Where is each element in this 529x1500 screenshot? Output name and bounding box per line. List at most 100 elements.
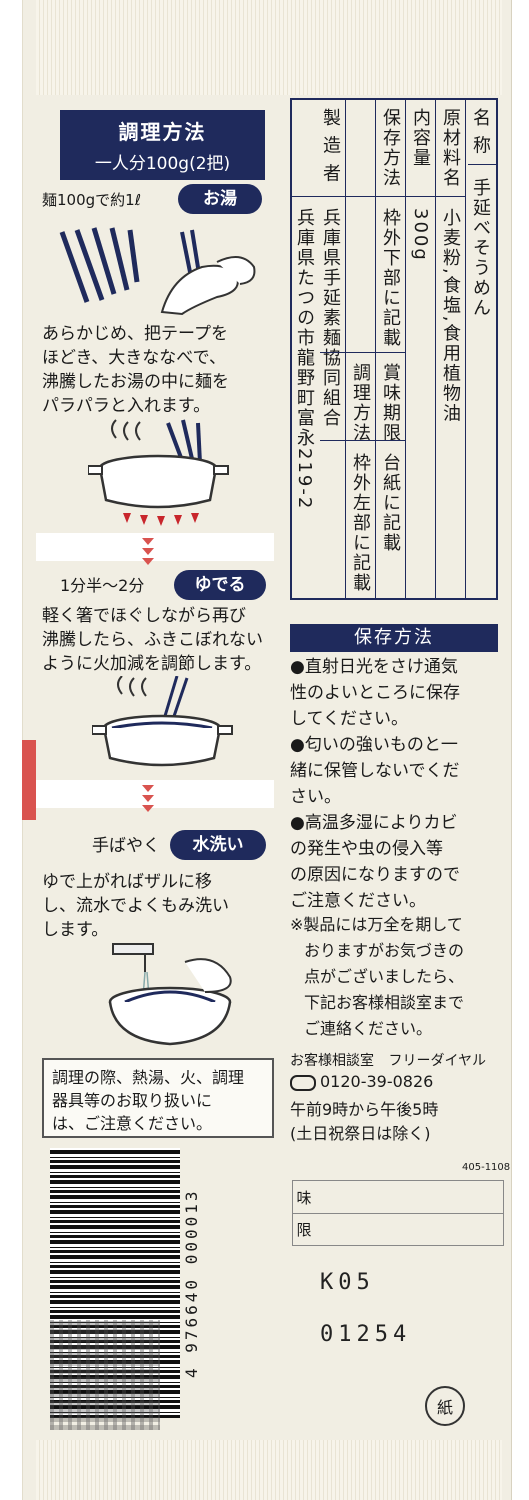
step2-time: 1分半～2分 [60,576,145,595]
storage-line: 緒に保管しないでくだ [290,761,460,781]
step3-line: し、流水でよくもみ洗い [42,896,229,916]
step2-line: 沸騰したら、ふきこぼれない [42,630,263,650]
storage-line: ご注意ください。 [290,891,426,911]
col-divider [405,100,406,598]
storage-title: 保存方法 [290,624,498,652]
col-divider [375,100,376,598]
lot-label-top: 味 [296,1189,312,1207]
product-label-table: 名 称 手延べそうめん 原材料名 小麦粉,食塩,食用植物油 内容量 300g 保… [290,98,498,600]
storage-line: 性のよいところに保存 [290,683,460,703]
notice-line: ご連絡ください。 [304,1019,433,1038]
caution-box: 調理の際、熱湯、火、調理 器具等のお取り扱いに は、ご注意ください。 [42,1058,274,1138]
notice-line: おりますがお気づきの [304,941,465,960]
step-arrow-icon [142,805,154,812]
step2-text: 軽く箸でほぐしながら再び 沸騰したら、ふきこぼれない ように火加減を調節します。 [42,604,263,676]
step2-line: 軽く箸でほぐしながら再び [42,606,246,626]
step2-badge: ゆでる [174,570,266,600]
step-arrow-icon [142,795,154,802]
cooking-title: 調理方法 [118,120,207,144]
caution-line: 器具等のお取り扱いに [52,1091,213,1110]
step3-line: ゆで上がればザルに移 [42,872,212,892]
lot-stamp-number: 01254 [320,1322,412,1347]
noodle-hand-illustration [59,227,256,316]
step3-line: します。 [42,920,109,940]
storage-line: の発生や虫の侵入等 [290,839,443,859]
contact-desk: お客様相談室 フリーダイヤル [290,1050,486,1070]
contact-hours: 午前9時から午後5時 [290,1100,439,1119]
step3-text: ゆで上がればザルに移 し、流水でよくもみ洗い します。 [42,870,229,942]
label-val-bestbefore: 台紙に記載 [380,453,401,553]
row-divider [292,196,466,197]
contact-phone: 0120-39-0826 [320,1072,434,1091]
notice-line: 下記お客様相談室まで [304,993,465,1012]
row-divider [320,352,406,353]
product-code: 405-1108 [462,1162,511,1173]
col-divider [465,100,466,598]
label-head: 名 称 [470,108,491,156]
step-arrow-icon [142,785,154,792]
freedial-icon [290,1074,316,1091]
notice-line: 点がございましたら、 [304,967,465,986]
label-head-cooking: 調理方法 [350,363,371,443]
col-divider [345,100,346,598]
contact-phone-row: 0120-39-0826 [290,1072,433,1091]
paper-recycle-icon: 紙 [425,1386,465,1426]
label-val-name: 手延べそうめん [470,178,491,318]
row-divider [320,440,406,441]
notice-text: ※製品には万全を期して おりますがお気づきの 点がございましたら、 下記お客様相… [290,912,464,1042]
step1-line: ほどき、大きななべで、 [42,348,226,368]
storage-text: ●直射日光をさけ通気 性のよいところに保存 してください。 ●匂いの強いものと一… [290,654,460,914]
label-val-cooking: 枠外左部に記載 [350,453,371,593]
divider-band-2 [36,780,274,808]
label-head-bestbefore: 賞味期限 [380,363,401,443]
pot-boiling-illustration [88,419,229,526]
freedial-label: フリーダイヤル [388,1053,487,1069]
lot-label-bottom: 限 [296,1221,312,1239]
label-val-storage: 枠外下部に記載 [380,208,401,348]
storage-line: ●直射日光をさけ通気 [290,657,458,677]
caution-line: は、ご注意ください。 [52,1114,213,1133]
storage-line: ●匂いの強いものと一 [290,735,458,755]
label-val-quantity: 300g [410,208,431,262]
step-arrow-icon [142,558,154,565]
step2-line: ように火加減を調節します。 [42,654,262,674]
step-arrow-icon [142,548,154,555]
pot-chopsticks-illustration [92,676,233,767]
lot-separator [293,1213,503,1214]
cooking-serving: 一人分100g(2把) [94,154,231,174]
colander-rinse-illustration [108,943,232,1046]
step3-prefix: 手ばやく [92,836,160,856]
step1-line: 沸騰したお湯の中に麺を [42,372,229,392]
notice-line: ※製品には万全を期して [290,915,463,934]
col-divider [435,100,436,598]
lot-stamp-k05: K05 [320,1270,375,1295]
label-head-maker: 製 造 者 [320,108,341,184]
divider-band-1 [36,533,274,561]
qr-code [50,1320,160,1430]
step1-line: パラパラと入れます。 [42,396,211,416]
label-val-address: 兵庫県たつの市龍野町富永219-2 [294,208,315,511]
water-amount: 麺100gで約1ℓ [42,191,141,209]
label-head-storage: 保存方法 [380,108,401,188]
barcode [50,1148,180,1418]
step1-line: あらかじめ、把テープを [42,324,228,344]
cooking-title-box: 調理方法 一人分100g(2把) [60,110,265,180]
caution-line: 調理の際、熱湯、火、調理 [52,1068,245,1087]
step3-badge: 水洗い [170,830,266,860]
storage-line: の原因になりますので [290,865,460,885]
red-side-mark [22,740,36,820]
label-val-maker: 兵庫県手延素麺協同組合 [320,208,341,428]
storage-line: さい。 [290,787,341,807]
storage-line: ●高温多湿によりカビ [290,813,458,833]
step1-badge: お湯 [178,184,262,214]
lot-box: 味 限 [292,1180,504,1246]
row-divider [468,164,496,165]
barcode-number: 4 976640 000013 [182,1188,201,1378]
label-head-quantity: 内容量 [410,108,431,168]
label-val-ingredients: 小麦粉,食塩,食用植物油 [440,208,461,424]
label-head-ingredients: 原材料名 [440,108,461,188]
step-arrow-icon [142,538,154,545]
storage-line: してください。 [290,709,408,729]
noodle-strands-top [36,0,502,95]
contact-desk-label: お客様相談室 [290,1053,374,1069]
